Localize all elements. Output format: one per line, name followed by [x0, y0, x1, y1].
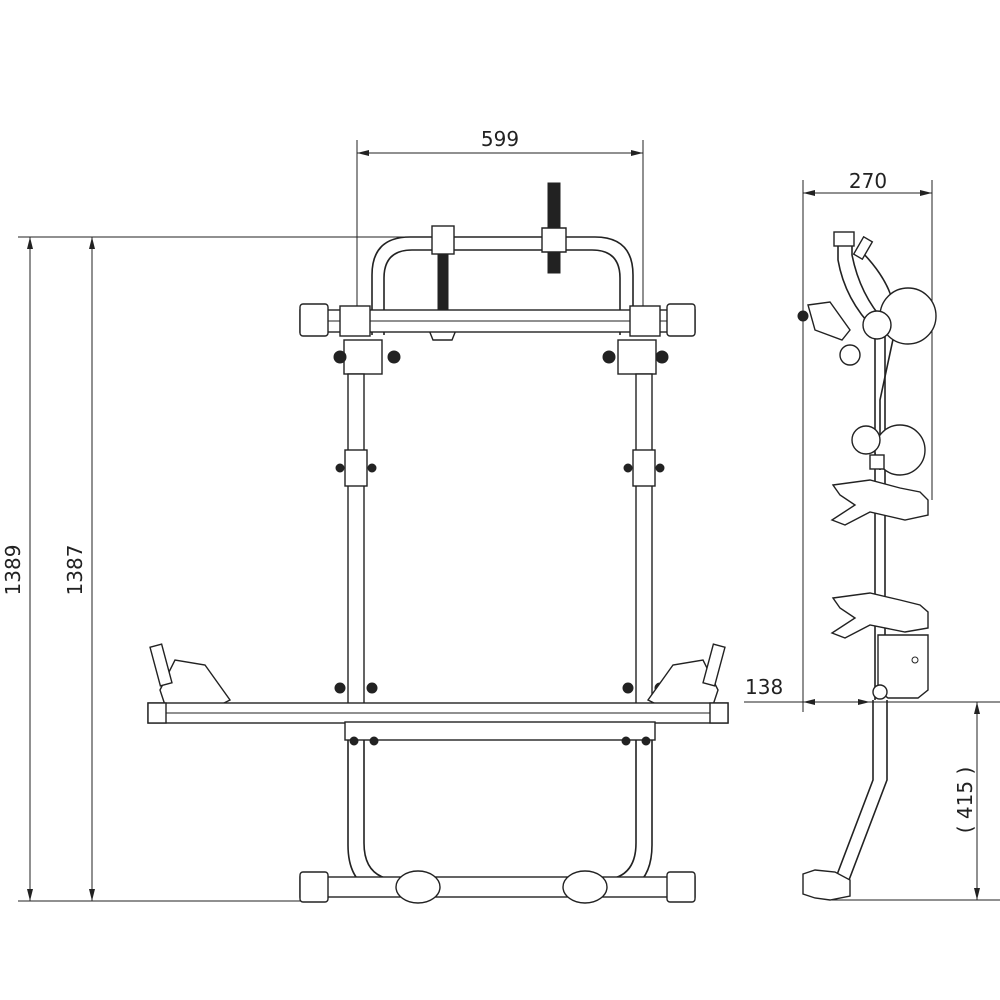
dimension-lower-height: ( 415 ): [830, 702, 1000, 901]
front-view: 599 1389 1387: [1, 127, 729, 904]
rail-brackets: [333, 339, 669, 375]
platform-bar: [147, 702, 729, 746]
dimension-height: 1389 1387: [1, 236, 430, 902]
side-rails: [334, 373, 666, 705]
dimension-height-inner-label: 1387: [63, 545, 87, 596]
dimension-height-outer-label: 1389: [1, 545, 25, 596]
dimension-offset: 138: [744, 675, 1000, 705]
dimension-width: 599: [356, 127, 644, 310]
top-crossbar: [299, 303, 696, 337]
dimension-depth-label: 270: [849, 169, 887, 193]
side-view: 270 138 ( 415 ): [744, 169, 1000, 901]
side-profile: [797, 231, 937, 901]
dimension-lower-height-label: ( 415 ): [953, 767, 977, 834]
bottom-crossbar: [299, 870, 696, 904]
lower-frame: [347, 740, 653, 896]
dimension-offset-label: 138: [745, 675, 783, 699]
dimension-width-label: 599: [481, 127, 519, 151]
upper-arch: [371, 236, 634, 335]
dimension-depth: 270: [802, 169, 933, 712]
wheel-trays: [149, 643, 726, 706]
